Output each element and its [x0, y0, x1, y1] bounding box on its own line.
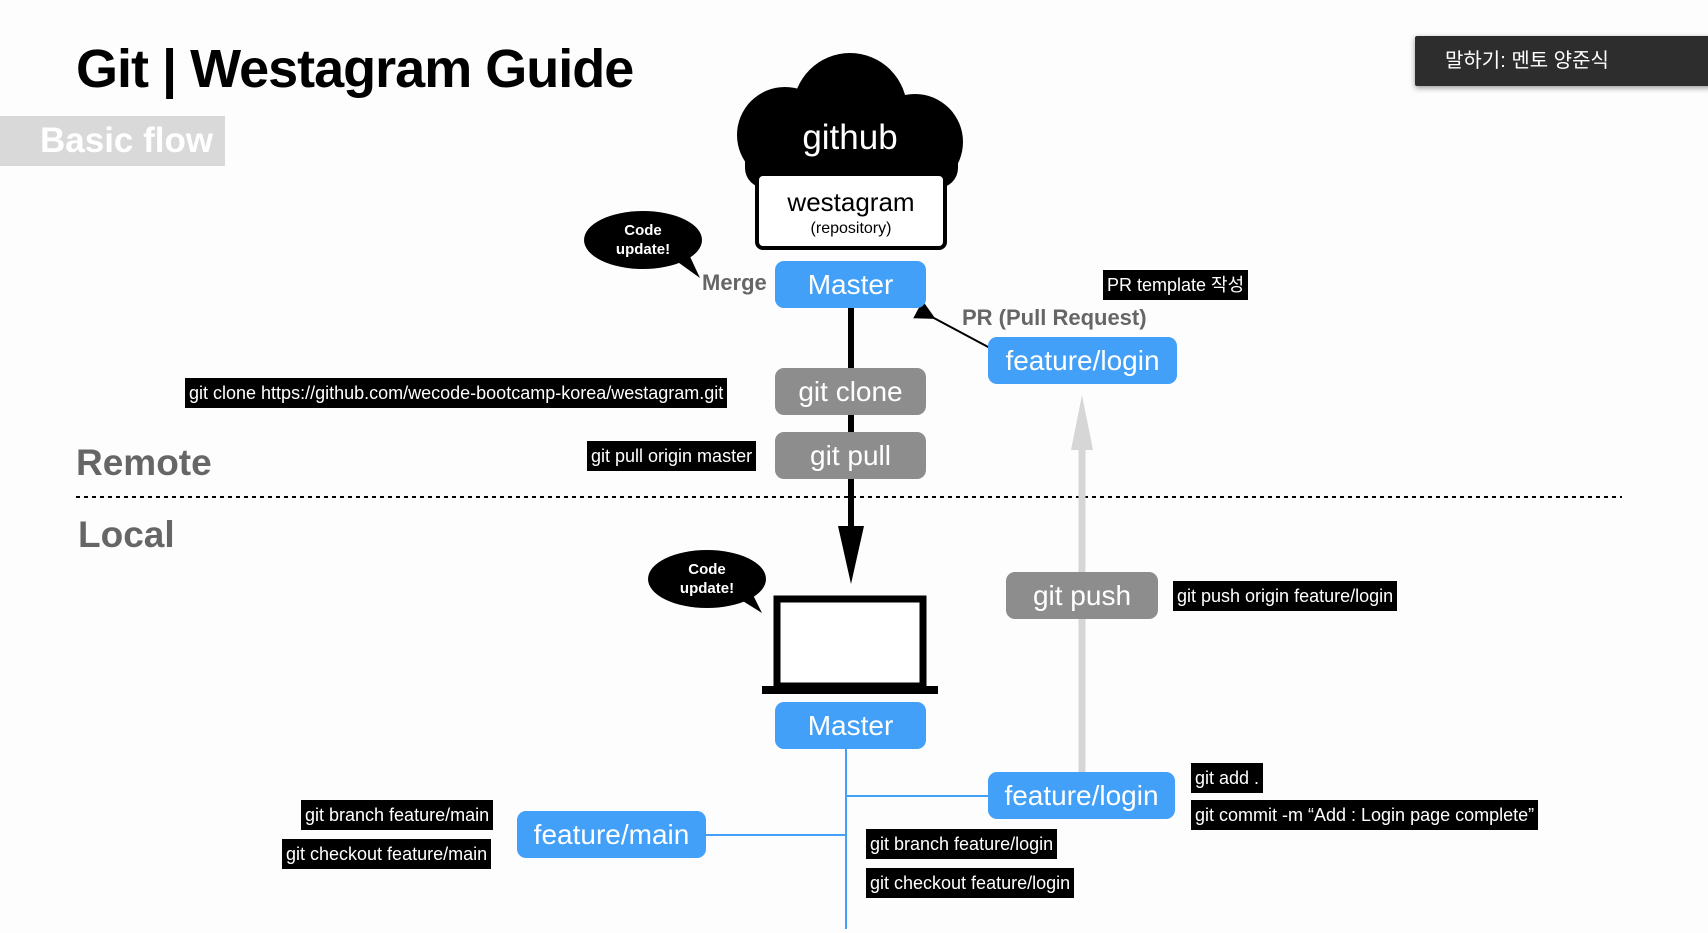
local-master-branch[interactable]: Master [775, 702, 926, 749]
repository-name: westagram [787, 187, 915, 217]
pr-arrow [913, 300, 991, 349]
git-commit-command: git commit -m “Add : Login page complete… [1191, 800, 1539, 830]
speaker-caption: 말하기: 멘토 양준식 [1415, 36, 1708, 86]
git-branch-main-command: git branch feature/main [301, 800, 494, 830]
git-clone-step[interactable]: git clone [775, 368, 926, 415]
git-pull-step[interactable]: git pull [775, 432, 926, 479]
git-checkout-main-command: git checkout feature/main [282, 839, 492, 869]
feature-main-branch[interactable]: feature/main [517, 811, 706, 858]
git-push-step[interactable]: git push [1006, 572, 1158, 619]
pull-request-label: PR (Pull Request) [962, 305, 1147, 330]
github-cloud-label: github [802, 118, 898, 157]
code-update-bubble-remote: Code update! [584, 211, 702, 269]
git-push-command: git push origin feature/login [1173, 581, 1398, 611]
bubble-line-2: update! [679, 580, 735, 597]
bubble-line-2: update! [615, 241, 671, 258]
git-add-command: git add . [1191, 763, 1264, 793]
bubble-line-1: Code [688, 561, 726, 578]
laptop-screen [773, 595, 927, 690]
local-feature-login-branch[interactable]: feature/login [988, 772, 1175, 819]
push-arrow-head [1071, 395, 1093, 450]
merge-label: Merge [702, 270, 767, 295]
section-tag-basic-flow: Basic flow [0, 116, 225, 166]
pr-template-note: PR template 작성 [1103, 270, 1249, 300]
repository-sub: (repository) [810, 220, 892, 237]
page-title: Git | Westagram Guide [76, 39, 634, 99]
git-clone-command: git clone https://github.com/wecode-boot… [185, 378, 728, 408]
git-checkout-login-command: git checkout feature/login [866, 868, 1075, 898]
local-section-label: Local [78, 514, 175, 555]
remote-feature-login-branch[interactable]: feature/login [988, 337, 1177, 384]
remote-master-branch[interactable]: Master [775, 261, 926, 308]
git-branch-login-command: git branch feature/login [866, 829, 1058, 859]
laptop-base [762, 686, 938, 694]
remote-section-label: Remote [76, 442, 212, 483]
code-update-bubble-local: Code update! [648, 550, 766, 608]
repository-box: westagram (repository) [755, 172, 947, 250]
pull-down-arrow-head [838, 526, 864, 584]
bubble-line-1: Code [624, 222, 662, 239]
git-pull-command: git pull origin master [587, 441, 757, 471]
